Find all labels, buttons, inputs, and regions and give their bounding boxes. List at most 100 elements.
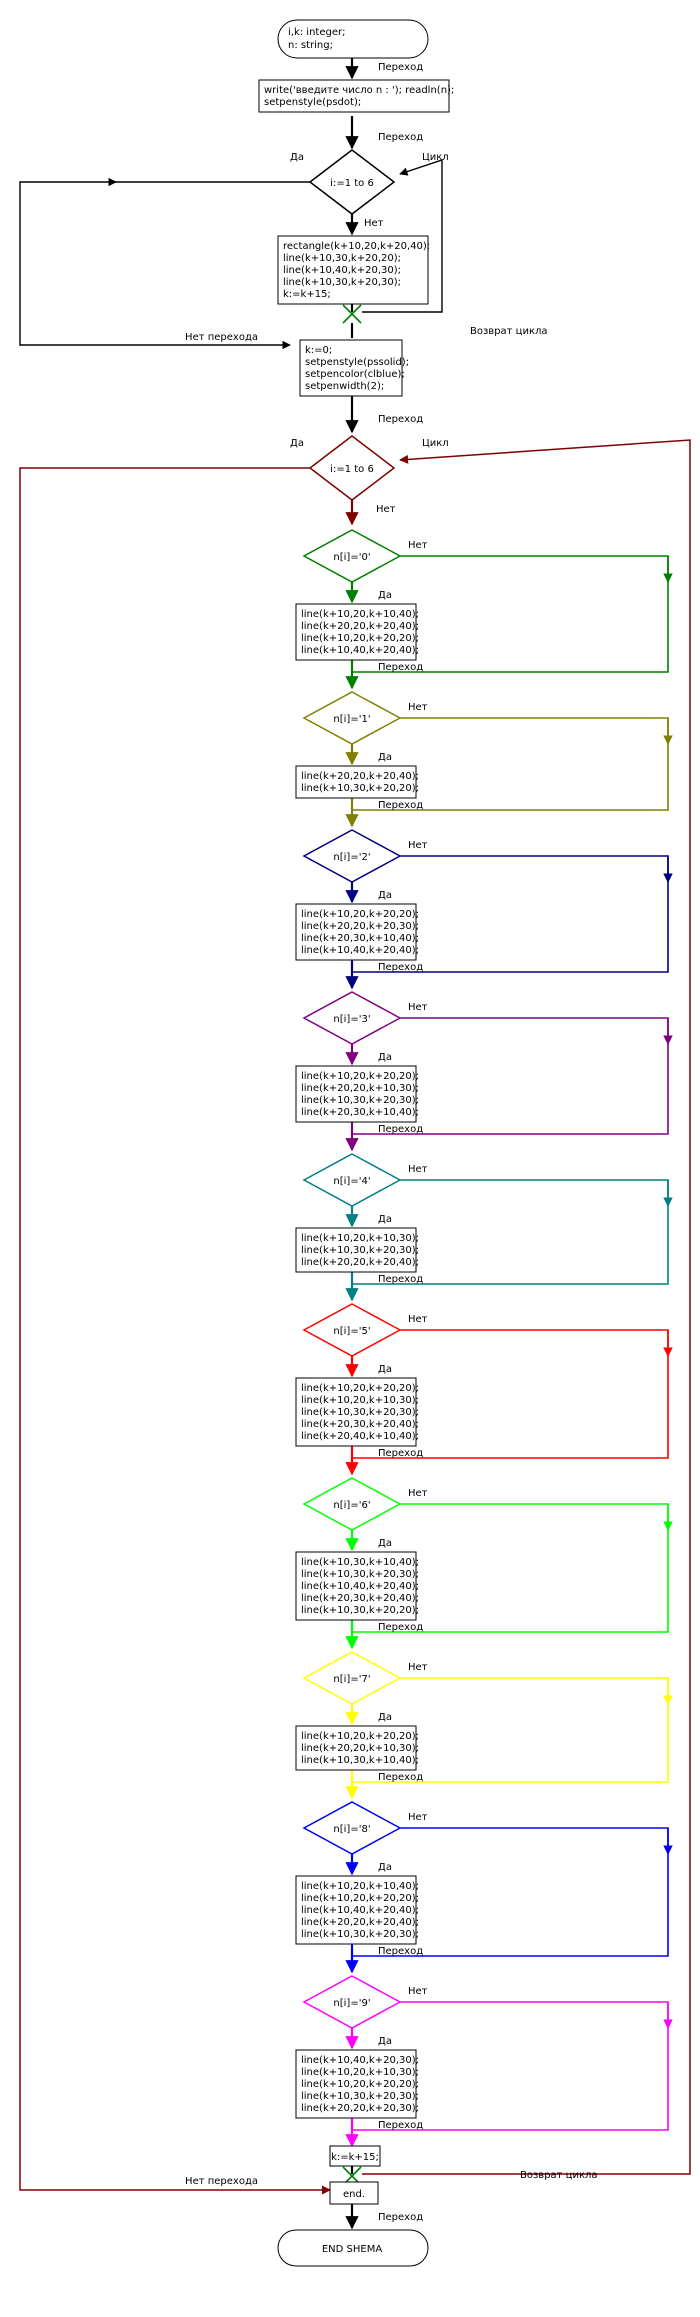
setup-block-line: setpencolor(clblue); (305, 369, 405, 380)
digit-0-body-line: line(k+20,20,k+20,40); (301, 621, 419, 632)
digit-6-body-line: line(k+10,30,k+20,20); (301, 1605, 419, 1616)
init-block-line: setpenstyle(psdot); (264, 97, 361, 108)
no-label: Нет (408, 1002, 428, 1013)
loop1-body-line: rectangle(k+10,20,k+20,40); (283, 241, 430, 252)
no-label: Нет (364, 218, 384, 229)
digit-5-body-line: line(k+10,30,k+20,30); (301, 1407, 419, 1418)
digit-4-body-line: line(k+20,20,k+20,40); (301, 1257, 419, 1268)
digit-2-body-line: line(k+10,40,k+20,40); (301, 945, 419, 956)
setup-block-line: setpenstyle(pssolid); (305, 357, 409, 368)
digit-2-no-branch (352, 855, 669, 973)
no-label: Нет (408, 1662, 428, 1673)
digit-5-body-line: line(k+10,20,k+10,30); (301, 1395, 419, 1406)
digit-8-body-line: line(k+10,40,k+20,40); (301, 1905, 419, 1916)
digit-5-body-line: line(k+10,20,k+20,20); (301, 1383, 419, 1394)
digit-9-body (295, 2049, 417, 2119)
digit-7-body-line: line(k+10,20,k+20,20); (301, 1731, 419, 1742)
digit-3-condition-text: n[i]='3' (333, 1014, 370, 1025)
loop1-body-line: line(k+10,30,k+20,30); (283, 277, 401, 288)
cycle-label: Цикл (422, 152, 449, 163)
digit-0-body-line: line(k+10,40,k+20,40); (301, 645, 419, 656)
digit-1-body-line: line(k+20,20,k+20,40); (301, 771, 419, 782)
digit-5-no-branch (352, 1329, 669, 1459)
yes-label: Да (378, 590, 392, 601)
digit-2-condition (302, 829, 402, 883)
digit-2-condition-text: n[i]='2' (333, 852, 370, 863)
no-transition-label: Нет перехода (185, 332, 258, 343)
setup-block-line: k:=0; (305, 345, 332, 356)
yes-label: Да (378, 1862, 392, 1873)
end-terminator-text: END SHEMA (322, 2244, 382, 2255)
digit-3-body-line: line(k+10,30,k+20,30); (301, 1095, 419, 1106)
digit-6-body (295, 1551, 417, 1621)
digit-6-body-line: line(k+10,40,k+20,40); (301, 1581, 419, 1592)
digit-5-body (295, 1377, 417, 1447)
no-label: Нет (408, 1812, 428, 1823)
transition-label: Переход (378, 1622, 423, 1633)
no-label: Нет (376, 504, 396, 515)
digit-2-body-line: line(k+20,20,k+20,30); (301, 921, 419, 932)
yes-label: Да (378, 1364, 392, 1375)
transition-label: Переход (378, 414, 423, 425)
yes-label: Да (378, 1214, 392, 1225)
transition-label: Переход (378, 1124, 423, 1135)
digit-3-no-branch (352, 1017, 669, 1135)
digit-2-body (295, 903, 417, 961)
digit-0-no-branch (352, 555, 669, 673)
digit-4-body-line: line(k+10,30,k+20,30); (301, 1245, 419, 1256)
digit-9-condition-text: n[i]='9' (333, 1998, 370, 2009)
digit-9-body-line: line(k+10,20,k+10,30); (301, 2067, 419, 2078)
transition-label: Переход (378, 62, 423, 73)
loop1-body-line: line(k+10,30,k+20,20); (283, 253, 401, 264)
digit-2-body-line: line(k+20,30,k+10,40); (301, 933, 419, 944)
increment-block (329, 2145, 381, 2167)
digit-8-body-line: line(k+10,30,k+20,30); (301, 1929, 419, 1940)
end-block (329, 2181, 379, 2205)
digit-6-no-branch (352, 1503, 669, 1633)
setup-block-line: setpenwidth(2); (305, 381, 384, 392)
digit-3-body-line: line(k+20,30,k+10,40); (301, 1107, 419, 1118)
yes-label: Да (378, 1712, 392, 1723)
loop1-junction-cross (342, 304, 362, 324)
end-block-text: end. (343, 2189, 365, 2200)
yes-label: Да (378, 890, 392, 901)
digit-7-no-branch (352, 1677, 669, 1783)
loop1-body-line: line(k+10,40,k+20,30); (283, 265, 401, 276)
yes-label: Да (378, 752, 392, 763)
digit-3-body (295, 1065, 417, 1123)
digit-5-body-line: line(k+20,30,k+20,40); (301, 1419, 419, 1430)
yes-label: Да (378, 1538, 392, 1549)
digit-1-condition-text: n[i]='1' (333, 714, 370, 725)
digit-6-body-line: line(k+10,30,k+20,30); (301, 1569, 419, 1580)
no-label: Нет (408, 1986, 428, 1997)
digit-1-body (295, 765, 417, 799)
transition-label: Переход (378, 2212, 423, 2223)
no-label: Нет (408, 540, 428, 551)
digit-8-body (295, 1875, 417, 1945)
loop1-exit-line (19, 181, 310, 350)
start-terminator-text: n: string; (288, 40, 333, 51)
no-label: Нет (408, 1488, 428, 1499)
digit-0-body (295, 603, 417, 661)
digit-0-body-line: line(k+10,20,k+10,40); (301, 609, 419, 620)
increment-block-text: k:=k+15; (331, 2152, 379, 2163)
transition-label: Переход (378, 1448, 423, 1459)
transition-label: Переход (378, 2120, 423, 2131)
digit-8-condition (302, 1801, 402, 1855)
digit-9-body-line: line(k+10,20,k+20,20); (301, 2079, 419, 2090)
transition-label: Переход (378, 1946, 423, 1957)
digit-6-condition (302, 1477, 402, 1531)
no-label: Нет (408, 702, 428, 713)
transition-label: Переход (378, 662, 423, 673)
no-transition-label: Нет перехода (185, 2176, 258, 2187)
digit-7-body (295, 1725, 417, 1771)
digit-9-no-branch (352, 2001, 669, 2131)
digit-9-body-line: line(k+20,20,k+20,30); (301, 2103, 419, 2114)
digit-8-condition-text: n[i]='8' (333, 1824, 370, 1835)
digit-4-no-branch (352, 1179, 669, 1285)
loop2-condition-text: i:=1 to 6 (330, 464, 374, 475)
digit-4-body-line: line(k+10,20,k+10,30); (301, 1233, 419, 1244)
digit-8-body-line: line(k+10,20,k+20,20); (301, 1893, 419, 1904)
digit-1-condition (302, 691, 402, 745)
loop1-body-line: k:=k+15; (283, 289, 331, 300)
